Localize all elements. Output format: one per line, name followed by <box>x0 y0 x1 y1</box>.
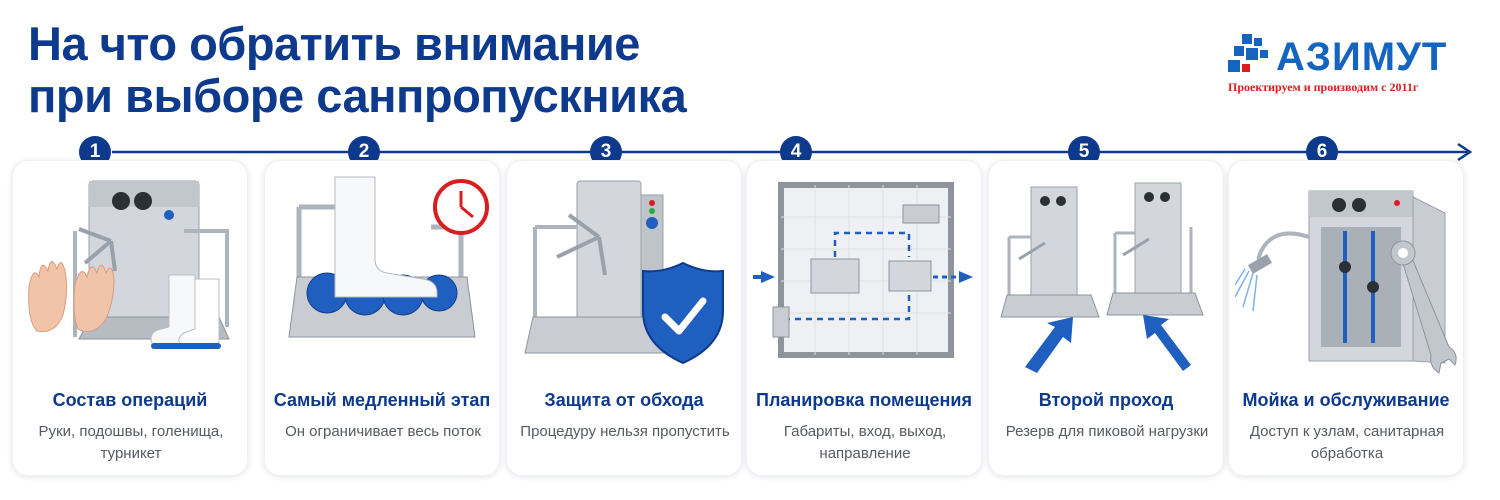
step-title: Мойка и обслуживание <box>1242 390 1450 410</box>
step-title: Второй проход <box>1038 390 1174 410</box>
step-card-4: Планировка помещения Габариты, вход, вых… <box>746 160 982 476</box>
hands-boots-turnstile-icon <box>28 180 230 349</box>
two-turnstiles-icon <box>1000 182 1204 373</box>
step-description: Габариты, вход, выход, направление <box>783 423 947 462</box>
step-description: Резерв для пиковой нагрузки <box>1005 423 1209 440</box>
turnstile-shield-icon <box>524 180 724 365</box>
brand-logo: АЗИМУТ Проектируем и производим с 2011г <box>1228 32 1468 102</box>
step-card-6: Мойка и обслуживание Доступ к узлам, сан… <box>1228 160 1464 476</box>
step-description: Процедуру нельзя пропустить <box>520 423 730 440</box>
step-description: Руки, подошвы, голенища, турникет <box>38 423 224 462</box>
step-card-3: Защита от обхода Процедуру нельзя пропус… <box>506 160 742 476</box>
brand-tagline: Проектируем и производим с 2011г <box>1228 80 1419 94</box>
step-title: Планировка помещения <box>756 390 972 410</box>
step-description: Доступ к узлам, санитарная обработка <box>1249 423 1445 462</box>
step-card-5: Второй проход Резерв для пиковой нагрузк… <box>988 160 1224 476</box>
brand-name: АЗИМУТ <box>1276 35 1448 79</box>
step-title: Защита от обхода <box>544 390 704 410</box>
page-title: На что обратить внимание при выборе санп… <box>28 18 848 122</box>
logo-mark-icon <box>1228 34 1268 72</box>
boot-washer-clock-icon <box>288 176 489 338</box>
open-cabinet-wrench-icon <box>1235 190 1457 374</box>
step-card-1: Состав операций Руки, подошвы, голенища,… <box>12 160 248 476</box>
title-line-1: На что обратить внимание <box>28 17 640 70</box>
title-line-2: при выборе санпропускника <box>28 69 687 122</box>
step-title: Самый медленный этап <box>273 390 491 410</box>
room-floor-plan-icon <box>753 182 973 358</box>
step-card-2: Самый медленный этап Он ограничивает вес… <box>264 160 500 476</box>
step-description: Он ограничивает весь поток <box>285 423 481 440</box>
step-title: Состав операций <box>52 390 208 410</box>
